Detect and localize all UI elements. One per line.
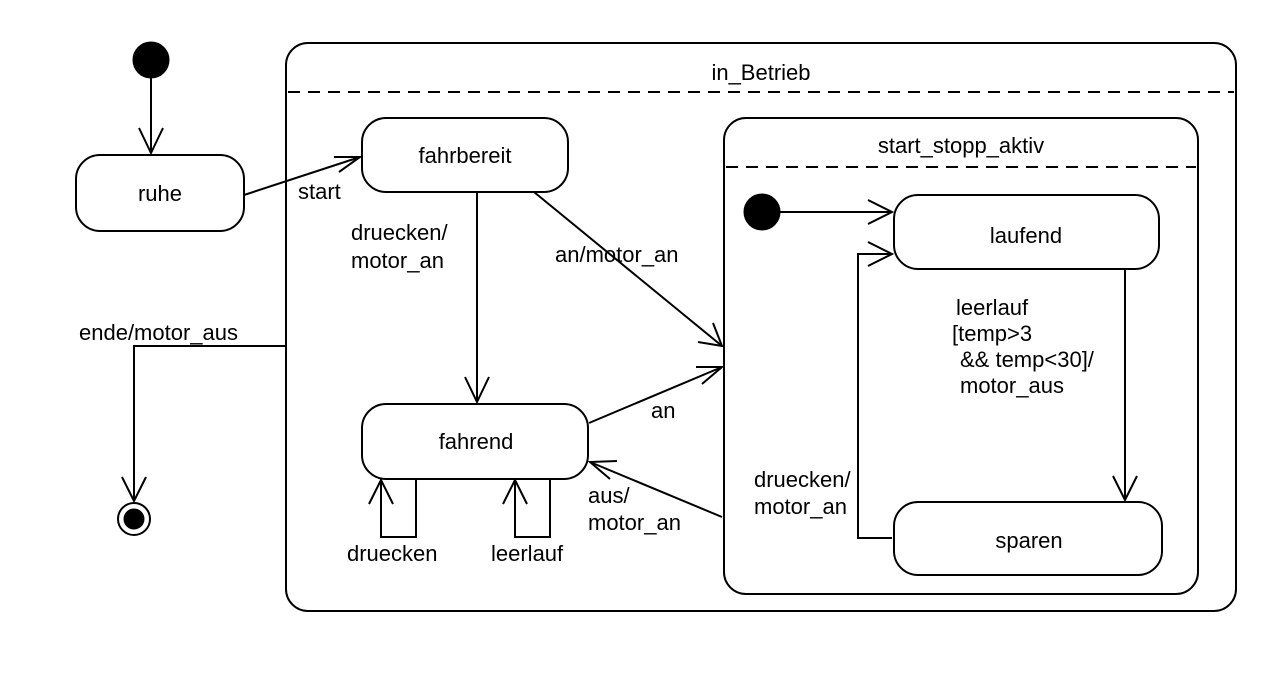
arrowhead-fahrend-loop-druecken xyxy=(368,477,394,505)
arrowhead-sparen-to-laufend xyxy=(867,241,895,267)
arrowhead-start-stopp-to-fahrend xyxy=(587,460,618,480)
state-ruhe-label: ruhe xyxy=(138,181,182,206)
state-sparen xyxy=(893,501,1163,576)
state-fahrend-label: fahrend xyxy=(439,429,514,454)
state-laufend xyxy=(893,194,1160,270)
transition-fahrend-loop-leerlauf xyxy=(514,479,551,538)
transition-aus-motor-an-label-line1: aus/ xyxy=(588,483,630,508)
transition-sparen-to-laufend xyxy=(857,253,892,539)
transition-leerlauf-condition-label-line3: && temp<30]/ xyxy=(960,347,1095,372)
state-in-betrieb-label: in_Betrieb xyxy=(711,60,810,85)
arrowhead-initial-to-ruhe xyxy=(138,127,164,156)
final-state-core xyxy=(123,508,145,530)
state-sparen-label: sparen xyxy=(995,528,1062,553)
state-start-stopp-aktiv-label: start_stopp_aktiv xyxy=(878,133,1044,158)
arrowhead-fahrbereit-to-fahrend xyxy=(464,376,490,405)
transition-in-betrieb-to-final xyxy=(133,345,286,501)
transition-ende-motor-aus-label: ende/motor_aus xyxy=(79,320,238,345)
state-ruhe xyxy=(75,154,245,232)
state-laufend-label: laufend xyxy=(990,223,1062,248)
arrowhead-fahrbereit-to-start-stopp xyxy=(697,322,724,348)
transition-leerlauf-loop-label: leerlauf xyxy=(491,541,564,566)
transition-fahrbereit-to-start-stopp xyxy=(533,191,723,347)
state-fahrend xyxy=(361,403,589,480)
state-fahrbereit xyxy=(361,117,569,193)
transition-druecken-motor-an-inner-label-line2: motor_an xyxy=(754,494,847,519)
arrowhead-fahrend-to-start-stopp xyxy=(696,366,725,385)
arrowhead-ruhe-to-fahrbereit xyxy=(334,156,364,173)
transition-an-motor-an-label: an/motor_an xyxy=(555,242,679,267)
transition-start-label: start xyxy=(298,179,341,204)
initial-state-inner xyxy=(743,193,781,231)
transition-start-stopp-to-fahrend xyxy=(589,461,723,518)
transition-ruhe-to-fahrbereit xyxy=(243,156,361,196)
transition-leerlauf-condition-label-line4: motor_aus xyxy=(960,373,1064,398)
transition-druecken-loop-label: druecken xyxy=(347,541,438,566)
transition-leerlauf-condition-label-line1: leerlauf xyxy=(956,295,1029,320)
arrowhead-inner-initial-to-laufend xyxy=(867,199,895,225)
transition-fahrend-to-start-stopp xyxy=(588,366,723,424)
state-fahrbereit-label: fahrbereit xyxy=(419,143,512,168)
transition-druecken-motor-an-label-line2: motor_an xyxy=(351,248,444,273)
transition-an-label: an xyxy=(651,398,675,423)
transition-druecken-motor-an-label-line1: druecken/ xyxy=(351,220,449,245)
transition-druecken-motor-an-inner-label-line1: druecken/ xyxy=(754,467,852,492)
initial-state xyxy=(132,41,170,79)
transition-aus-motor-an-label-line2: motor_an xyxy=(588,510,681,535)
arrowhead-in-betrieb-to-final xyxy=(121,476,147,504)
arrowhead-fahrend-loop-leerlauf xyxy=(502,477,528,505)
arrowhead-laufend-to-sparen xyxy=(1112,475,1138,503)
transition-leerlauf-condition-label-line2: [temp>3 xyxy=(952,321,1032,346)
transition-fahrend-loop-druecken xyxy=(380,479,417,538)
